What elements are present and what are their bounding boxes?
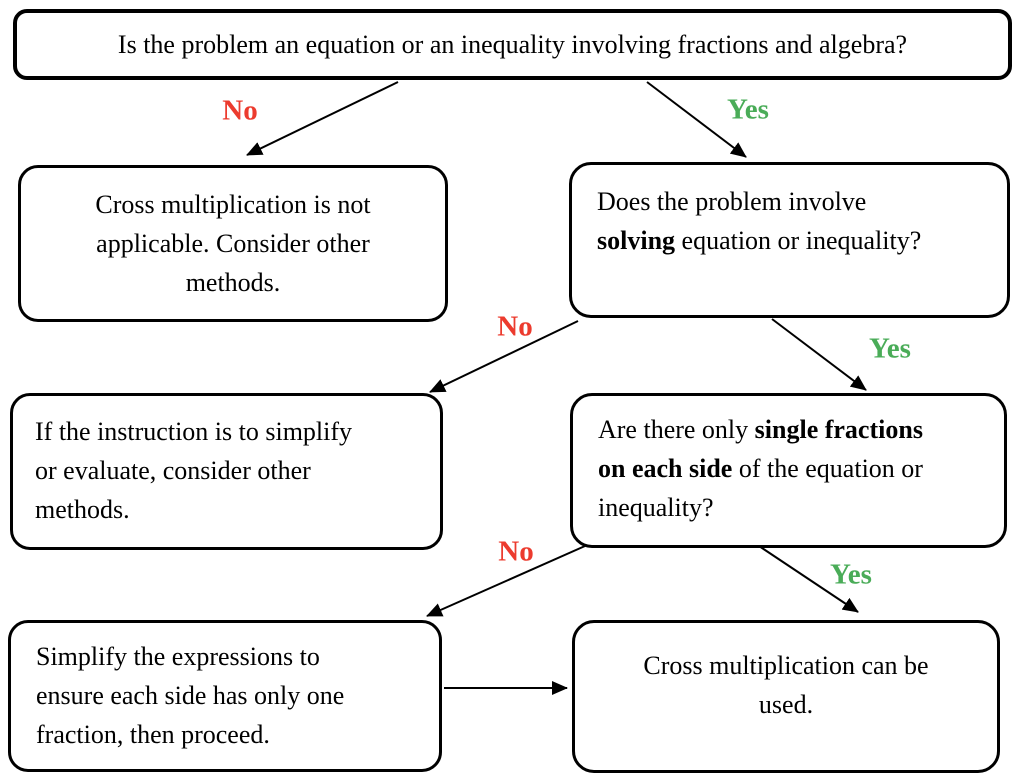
edge-label-no-3: No	[498, 535, 534, 568]
edge-no1-arrow	[246, 81, 399, 156]
edge-label-yes-2: Yes	[869, 332, 911, 365]
node-question-main: Is the problem an equation or an inequal…	[13, 9, 1012, 80]
edge-label-no-2: No	[497, 310, 533, 343]
edge-yes2-arrow	[771, 318, 867, 391]
edge-label-yes-1: Yes	[727, 93, 769, 126]
node-question-main-text: Is the problem an equation or an inequal…	[117, 30, 908, 59]
edge-label-yes-3: Yes	[830, 558, 872, 591]
edge-label-no-1: No	[222, 94, 258, 127]
